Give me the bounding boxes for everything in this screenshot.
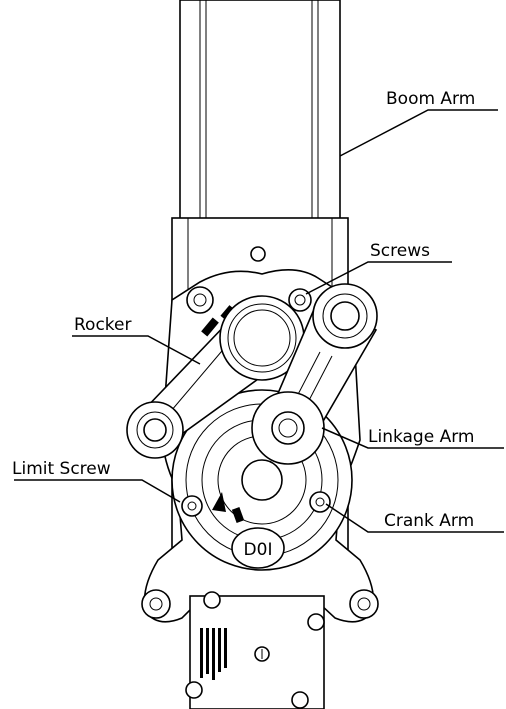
callout-labels: Boom Arm Screws Rocker Linkage Arm Limit… [12, 89, 475, 531]
label-limit-screw: Limit Screw [12, 459, 111, 479]
linkage-arm-leader [321, 427, 504, 449]
linkage-arm [251, 283, 378, 465]
motor-box [185, 591, 325, 709]
boom-arm-leader [339, 109, 498, 157]
boom-arm [179, 0, 341, 231]
spec-label-text-block [200, 628, 227, 680]
crank-arm-leader [325, 503, 504, 533]
label-linkage-arm: Linkage Arm [368, 427, 474, 447]
label-boom-arm: Boom Arm [386, 89, 475, 109]
label-crank-arm: Crank Arm [384, 511, 474, 531]
label-rocker: Rocker [74, 315, 131, 335]
rocker-leader [72, 335, 201, 365]
limit-screw-leader [14, 479, 181, 503]
badge-text: D0I [244, 540, 273, 560]
label-screws: Screws [370, 241, 430, 261]
model-badge: D0I [231, 527, 285, 569]
callout-lines [14, 109, 504, 533]
screws-leader [305, 261, 452, 295]
